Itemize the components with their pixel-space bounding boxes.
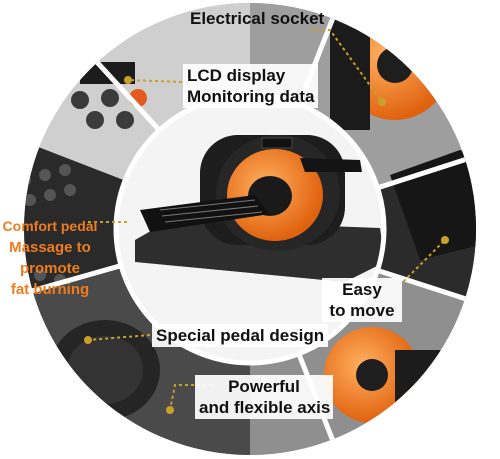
label-comfort-line1: Comfort pedal [2, 218, 98, 234]
label-electrical-socket: Electrical socket [190, 9, 325, 28]
label-powerful-line2: and flexible axis [199, 398, 331, 417]
machine-lcd [261, 137, 293, 149]
main-machine [118, 97, 382, 361]
lcd-button [71, 91, 89, 109]
label-lcd-display: LCD display Monitoring data [183, 64, 319, 108]
lcd-button [101, 89, 119, 107]
label-powerful-line1: Powerful [228, 377, 300, 396]
machine-pedal [140, 195, 270, 232]
label-special-pedal: Special pedal design [152, 324, 329, 347]
lcd-button [86, 111, 104, 129]
label-comfort-pedal: Comfort pedal Massage to promote fat bur… [2, 216, 98, 300]
label-powerful-axis: Powerful and flexible axis [195, 375, 333, 419]
label-comfort-line4: fat burning [10, 281, 90, 298]
label-comfort-line2: Massage to [9, 239, 91, 256]
label-lcd-line2: Monitoring data [187, 87, 315, 106]
lcd-button [116, 111, 134, 129]
label-easy-line2: to move [329, 301, 395, 320]
label-comfort-line3: promote [20, 260, 80, 277]
label-lcd-line1: LCD display [187, 66, 286, 85]
label-easy-to-move: Easy to move [322, 278, 402, 322]
label-easy-line1: Easy [342, 280, 382, 299]
